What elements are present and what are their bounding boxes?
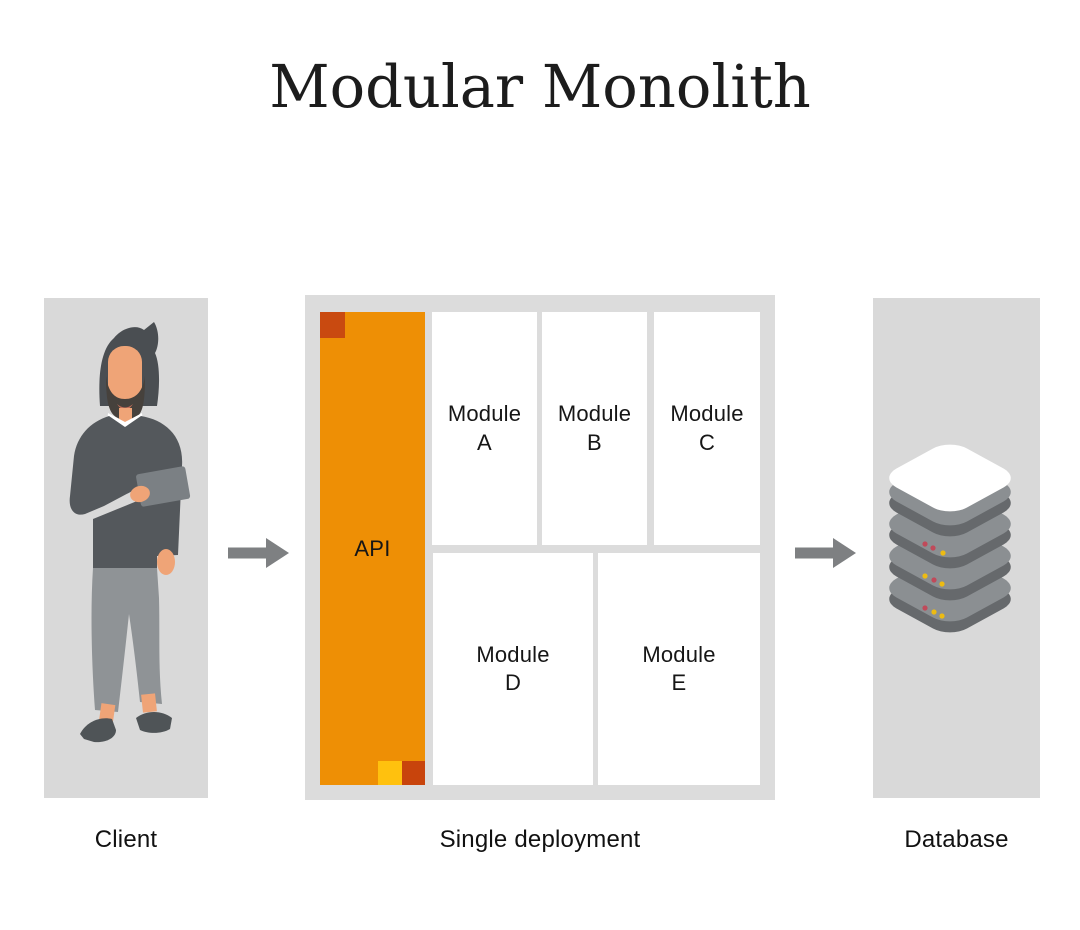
module-d-name: Module	[476, 641, 550, 667]
api-bottom-red-square	[402, 761, 425, 785]
module-b-letter: B	[587, 429, 602, 455]
api-corner-square	[320, 312, 345, 338]
client-caption: Client	[94, 826, 158, 853]
api-column: API	[320, 312, 425, 785]
module-c-name: Module	[670, 401, 744, 427]
module-b-name: Module	[557, 401, 632, 427]
database-caption: Database	[904, 826, 1009, 853]
module-c-box: Module C	[654, 312, 760, 545]
module-d-box: Module D	[433, 553, 593, 785]
page-title: Modular Monolith	[269, 52, 811, 121]
module-a-box: Module A	[432, 312, 537, 545]
api-label: API	[354, 535, 391, 561]
module-a-name: Module	[447, 401, 522, 427]
single-deployment-box: API Module A Module B Module C Module D …	[305, 295, 775, 800]
arrow-right-icon	[795, 538, 856, 568]
single-deployment-caption: Single deployment	[439, 826, 641, 853]
api-bottom-yellow-square	[378, 761, 402, 785]
server-stack-illustration	[889, 444, 1011, 633]
database-box	[873, 298, 1040, 798]
module-d-letter: D	[504, 670, 522, 695]
module-a-letter: A	[477, 429, 492, 455]
module-e-letter: E	[671, 670, 687, 695]
person-with-tablet-illustration	[69, 322, 191, 743]
client-box	[44, 298, 208, 798]
module-e-name: Module	[642, 641, 716, 667]
module-b-box: Module B	[542, 312, 647, 545]
module-c-letter: C	[698, 429, 716, 455]
module-e-box: Module E	[598, 553, 760, 785]
arrow-right-icon	[228, 538, 289, 568]
